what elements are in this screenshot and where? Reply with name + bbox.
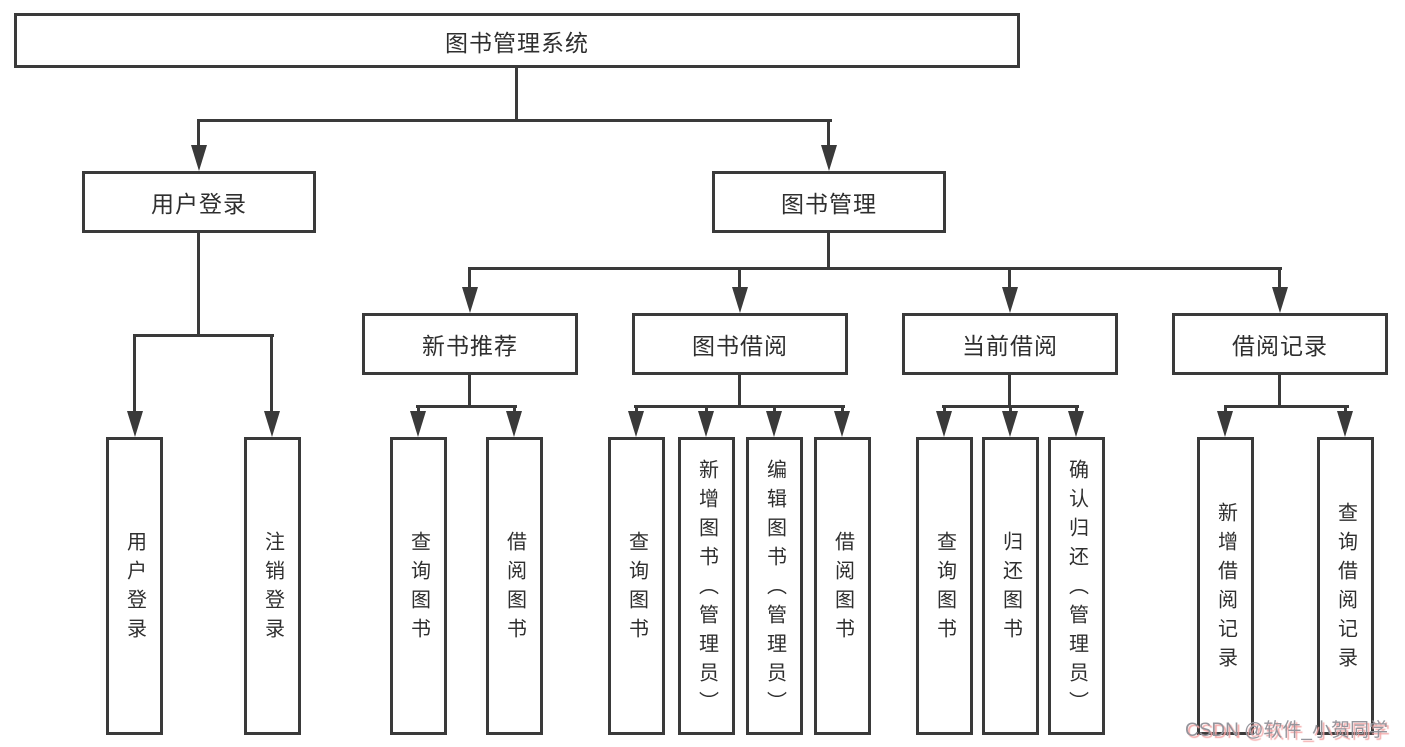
connector-borrowing-rail [634, 405, 845, 408]
connector-drop-bw-edit [773, 405, 776, 413]
leaf-cur-return-books: 归还图书 [982, 437, 1039, 735]
connector-drop-borrowing [738, 267, 741, 290]
connector-drop-cur-return [1009, 405, 1012, 413]
connector-user-login-trunk [197, 233, 200, 337]
leaf-rec-query-record: 查询借阅记录 [1317, 437, 1374, 735]
connector-drop-new-books [468, 267, 471, 290]
leaf-user-login: 用户登录 [106, 437, 163, 735]
leaf-cur-query-books: 查询图书 [916, 437, 973, 735]
leaf-bw-edit-books: 编辑图书（管理员） [746, 437, 803, 735]
arrowhead-nb-borrow [506, 411, 522, 437]
connector-records-trunk [1278, 375, 1281, 408]
connector-drop-cur-confirm [1075, 405, 1078, 413]
connector-root-trunk [515, 68, 518, 122]
connector-records-rail [1224, 405, 1349, 408]
connector-drop-leaf-logout [270, 334, 273, 414]
leaf-bw-add-books: 新增图书（管理员） [678, 437, 735, 735]
arrowhead-bw-edit [766, 411, 782, 437]
connector-drop-records [1278, 267, 1281, 290]
arrowhead-current [1002, 287, 1018, 313]
connector-drop-book-mgmt [827, 119, 830, 149]
arrowhead-bw-query [628, 411, 644, 437]
connector-drop-user-login [197, 119, 200, 149]
connector-drop-current [1008, 267, 1011, 290]
leaf-bw-borrow-books: 借阅图书 [814, 437, 871, 735]
arrowhead-bw-add [698, 411, 714, 437]
node-borrowing: 图书借阅 [632, 313, 848, 375]
arrowhead-leaf-logout [264, 411, 280, 437]
connector-new-books-rail [416, 405, 517, 408]
connector-drop-rec-add [1224, 405, 1227, 413]
leaf-bw-query-books: 查询图书 [608, 437, 665, 735]
arrowhead-leaf-user-login [127, 411, 143, 437]
leaf-cur-confirm-return: 确认归还（管理员） [1048, 437, 1105, 735]
connector-drop-leaf-user-login [133, 334, 136, 414]
connector-user-login-rail [133, 334, 274, 337]
arrowhead-cur-confirm [1068, 411, 1084, 437]
connector-level2-rail [468, 267, 1282, 270]
arrowhead-bw-borrow [834, 411, 850, 437]
connector-level1-rail [197, 119, 832, 122]
connector-book-mgmt-trunk [827, 233, 830, 270]
arrowhead-nb-query [410, 411, 426, 437]
connector-drop-bw-query [635, 405, 638, 413]
connector-drop-cur-query [943, 405, 946, 413]
connector-new-books-trunk [468, 375, 471, 408]
connector-drop-rec-query [1344, 405, 1347, 413]
arrowhead-rec-query [1337, 411, 1353, 437]
connector-drop-nb-borrow [513, 405, 516, 413]
connector-drop-bw-add [705, 405, 708, 413]
connector-drop-bw-borrow [841, 405, 844, 413]
arrowhead-book-mgmt [821, 145, 837, 171]
csdn-watermark: CSDN @软件_小贺同学 [1185, 720, 1388, 741]
arrowhead-rec-add [1217, 411, 1233, 437]
arrowhead-records [1272, 287, 1288, 313]
node-current: 当前借阅 [902, 313, 1118, 375]
node-new-books: 新书推荐 [362, 313, 578, 375]
connector-current-trunk [1008, 375, 1011, 408]
leaf-nb-borrow-books: 借阅图书 [486, 437, 543, 735]
arrowhead-cur-query [936, 411, 952, 437]
leaf-nb-query-books: 查询图书 [390, 437, 447, 735]
arrowhead-cur-return [1002, 411, 1018, 437]
arrowhead-borrowing [732, 287, 748, 313]
arrowhead-user-login [191, 145, 207, 171]
leaf-rec-add-record: 新增借阅记录 [1197, 437, 1254, 735]
connector-drop-nb-query [417, 405, 420, 413]
node-records: 借阅记录 [1172, 313, 1388, 375]
arrowhead-new-books [462, 287, 478, 313]
node-library-system: 图书管理系统 [14, 13, 1020, 68]
node-user-login: 用户登录 [82, 171, 316, 233]
connector-borrowing-trunk [738, 375, 741, 408]
node-book-mgmt: 图书管理 [712, 171, 946, 233]
leaf-logout: 注销登录 [244, 437, 301, 735]
